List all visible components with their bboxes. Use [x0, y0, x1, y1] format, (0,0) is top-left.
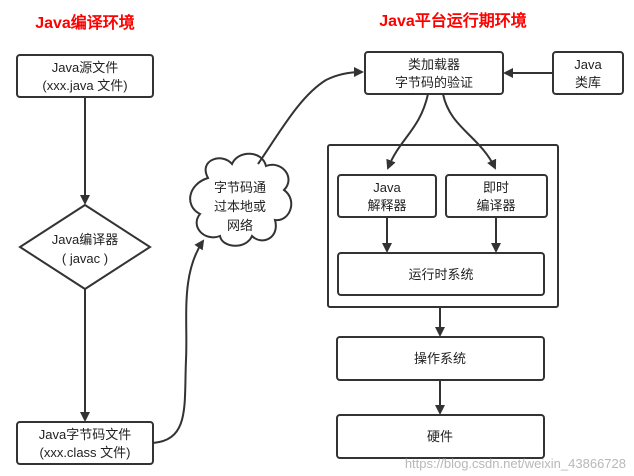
runtime-system-label: 运行时系统 [408, 267, 473, 282]
jit-compiler-label: 即时 [483, 180, 509, 195]
hardware-label: 硬件 [427, 429, 453, 444]
cloud-line-3: 网络 [227, 218, 253, 233]
runtime-env-title: Java平台运行期环境 [379, 11, 527, 30]
os-box: 操作系统 [336, 336, 545, 381]
arrow-loader-to-interpreter [386, 93, 429, 170]
bytecode-file-sublabel: (xxx.class 文件) [39, 445, 130, 460]
compiler-sublabel: ( javac ) [62, 251, 108, 266]
jit-compiler-sublabel: 编译器 [476, 198, 515, 213]
java-library-box: Java 类库 [552, 51, 624, 95]
interpreter-label: Java [373, 180, 401, 195]
os-label: 操作系统 [414, 351, 466, 366]
transfer-cloud: 字节码通 过本地或 网络 [189, 152, 293, 247]
class-loader-sublabel: 字节码的验证 [395, 75, 473, 90]
arrow-loader-to-jit [442, 93, 497, 170]
jit-compiler-box: 即时 编译器 [445, 174, 548, 218]
class-loader-box: 类加载器 字节码的验证 [364, 51, 504, 95]
arrow-cloud-to-loader [257, 67, 364, 165]
java-library-sublabel: 类库 [575, 75, 601, 90]
cloud-line-1: 字节码通 [214, 180, 266, 195]
compile-env-title: Java编译环境 [35, 13, 135, 32]
interpreter-box: Java 解释器 [337, 174, 437, 218]
hardware-box: 硬件 [336, 414, 545, 459]
bytecode-file-label: Java字节码文件 [39, 427, 131, 442]
java-library-label: Java [574, 57, 602, 72]
interpreter-sublabel: 解释器 [367, 198, 406, 213]
compiler-label: Java编译器 [52, 232, 118, 247]
source-file-box: Java源文件 (xxx.java 文件) [16, 54, 154, 98]
watermark-text: https://blog.csdn.net/weixin_43866728 [405, 456, 626, 471]
class-loader-label: 类加载器 [408, 57, 460, 72]
arrow-bytecode-to-cloud [152, 239, 205, 444]
cloud-line-2: 过本地或 [214, 199, 266, 214]
bytecode-file-box: Java字节码文件 (xxx.class 文件) [16, 421, 154, 465]
source-file-sublabel: (xxx.java 文件) [42, 78, 127, 93]
compiler-diamond: Java编译器 ( javac ) [18, 203, 152, 291]
runtime-system-box: 运行时系统 [337, 252, 545, 296]
source-file-label: Java源文件 [52, 60, 118, 75]
